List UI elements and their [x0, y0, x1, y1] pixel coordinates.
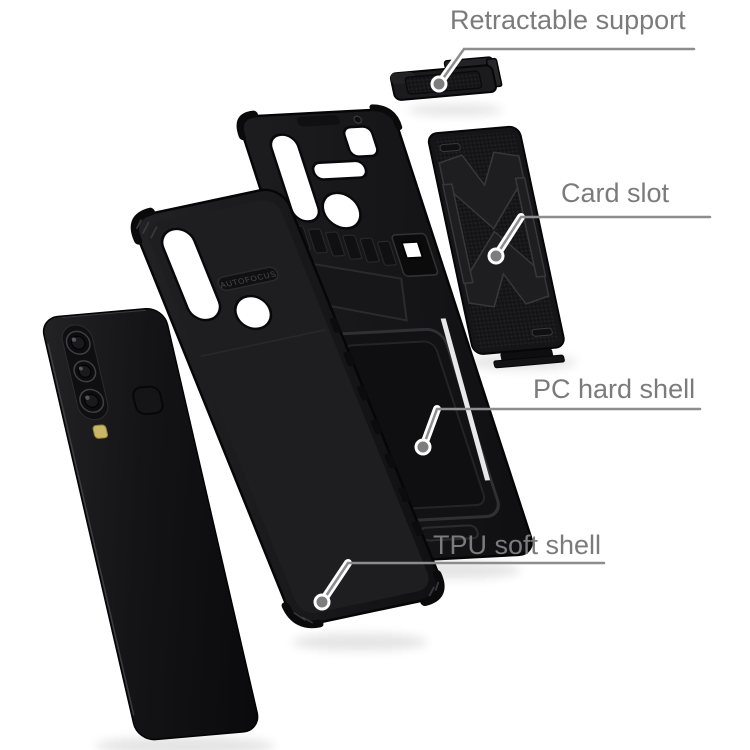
pc-corner-window — [342, 125, 379, 158]
pc-corner-bumpers — [236, 104, 403, 141]
pc-slot-cutout — [311, 159, 368, 181]
camera-flash — [92, 424, 109, 439]
callout-dot-pc-hard-shell — [414, 438, 432, 456]
label-tpu-soft-shell: TPU soft shell — [433, 530, 602, 560]
phone-edge-highlight — [47, 343, 135, 716]
callout-dot-retractable-support — [430, 75, 448, 93]
tpu-seam-line — [200, 328, 327, 358]
callout-pc-hard-shell — [414, 405, 702, 456]
card-foot — [493, 354, 565, 369]
pc-hinge-window — [400, 240, 425, 260]
callout-tpu-soft-shell — [313, 559, 606, 611]
pc-screw-detail — [353, 115, 363, 124]
callout-card-slot — [487, 213, 712, 265]
tpu-camera-cutout — [160, 227, 222, 322]
camera-lenses — [65, 330, 105, 413]
card-slot-notch-bottom — [531, 327, 553, 337]
callout-retractable-support — [430, 45, 696, 93]
pc-camera-cutout — [269, 133, 321, 223]
card-slot-notch-top — [439, 142, 461, 153]
phone-top-highlight — [62, 309, 147, 319]
fingerprint-sensor — [132, 385, 164, 416]
tpu-edge-ribs — [329, 317, 424, 536]
card-design-ridges — [438, 151, 550, 308]
label-pc-hard-shell: PC hard shell — [533, 374, 696, 404]
label-card-slot: Card slot — [561, 178, 670, 208]
pc-door-seam-gap — [440, 318, 491, 481]
callout-dot-tpu-soft-shell — [313, 593, 331, 611]
label-retractable-support: Retractable support — [450, 5, 686, 35]
tpu-fingerprint-cutout — [233, 294, 273, 331]
tpu-soft-shell-part: AUTOFOCUS — [130, 188, 445, 629]
autofocus-badge — [217, 266, 279, 292]
pc-top-lip — [296, 114, 340, 127]
pc-fingerprint-cutout — [321, 191, 362, 230]
callout-connectors — [313, 45, 712, 611]
tpu-bumper-ridges — [135, 219, 440, 624]
card-slot-part — [427, 125, 565, 369]
callout-dot-card-slot — [487, 247, 505, 265]
phone-back-part — [42, 307, 259, 741]
tpu-corner-bumpers — [130, 207, 445, 629]
